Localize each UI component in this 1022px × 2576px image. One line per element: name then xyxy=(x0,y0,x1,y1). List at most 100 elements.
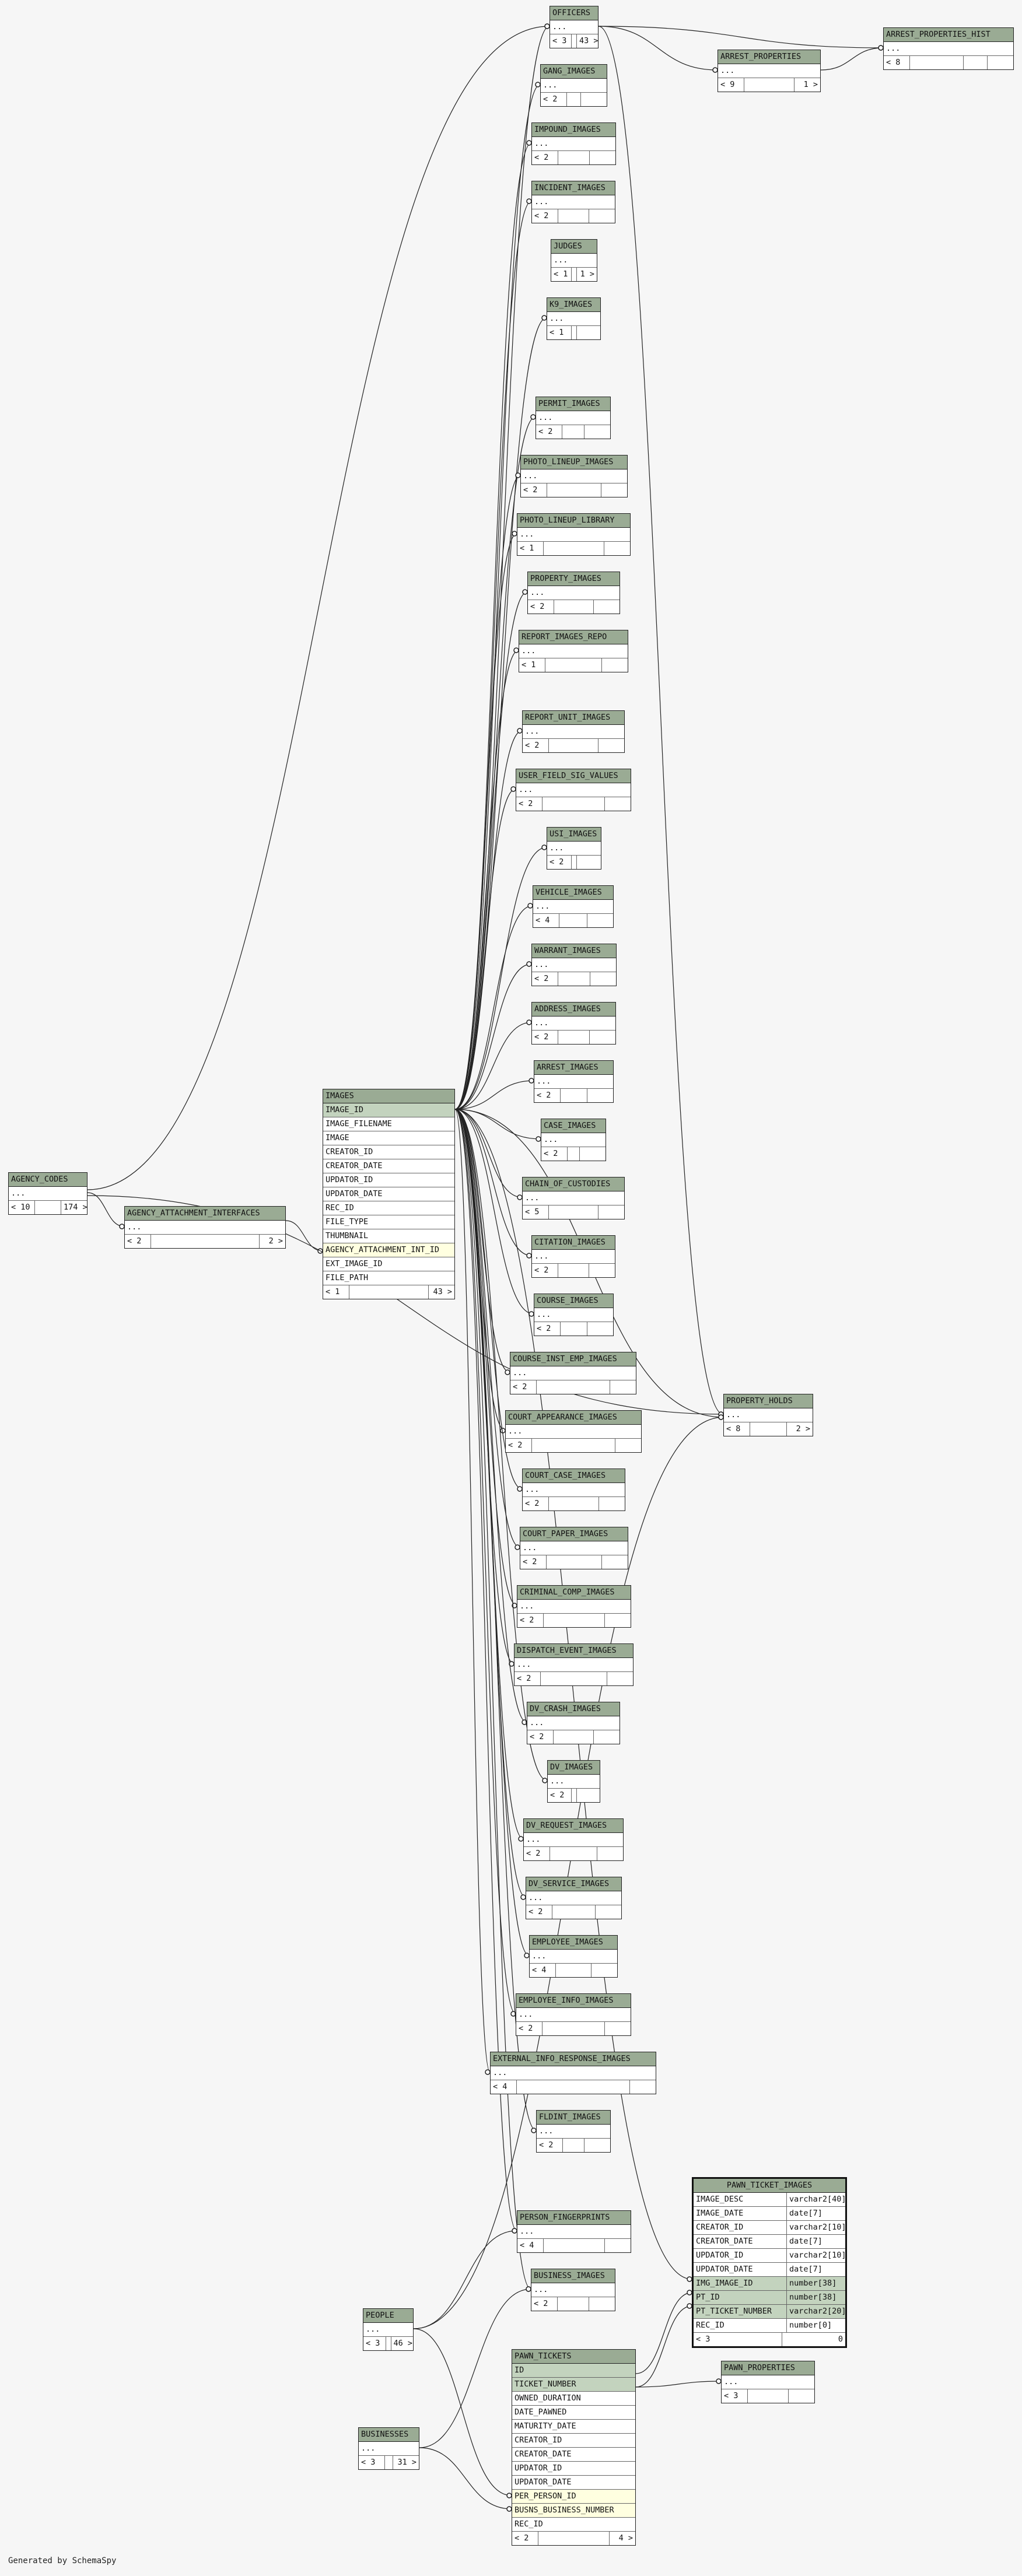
column-updator-id: UPDATOR_ID xyxy=(694,2249,787,2263)
table-header: PAWN_TICKETS xyxy=(512,2350,635,2364)
table-photo-lineup-library[interactable]: PHOTO_LINEUP_LIBRARY...< 1 xyxy=(517,513,631,556)
table-warrant-images[interactable]: WARRANT_IMAGES...< 2 xyxy=(531,944,617,986)
footer-cell xyxy=(572,34,577,48)
table-footer: < 2 xyxy=(534,1322,613,1336)
table-arrest-images[interactable]: ARREST_IMAGES...< 2 xyxy=(534,1060,614,1103)
table-employee-info-images[interactable]: EMPLOYEE_INFO_IMAGES...< 2 xyxy=(516,1993,631,2036)
table-header: REPORT_IMAGES_REPO xyxy=(519,630,628,644)
column-ext-image-id: EXT_IMAGE_ID xyxy=(323,1257,454,1271)
collapsed-columns: ... xyxy=(530,1950,617,1964)
edge-images-person-fingerprints xyxy=(454,1109,517,2231)
footer-cell xyxy=(604,542,630,555)
footer-cell xyxy=(584,425,610,439)
table-court-case-images[interactable]: COURT_CASE_IMAGES...< 2 xyxy=(522,1469,625,1511)
footer-cell xyxy=(607,1672,633,1685)
table-header: VEHICLE_IMAGES xyxy=(533,886,613,900)
footer-cell: < 2 xyxy=(532,1031,558,1044)
table-footer: < 3 0 xyxy=(694,2333,845,2346)
edge-images-dv-crash-images xyxy=(454,1109,527,1723)
table-report-unit-images[interactable]: REPORT_UNIT_IMAGES...< 2 xyxy=(522,710,625,753)
crowfoot-marker xyxy=(517,1486,523,1492)
table-k9-images[interactable]: K9_IMAGES...< 1 xyxy=(547,297,601,340)
table-fldint-images[interactable]: FLDINT_IMAGES...< 2 xyxy=(536,2110,611,2153)
footer-cell xyxy=(602,658,628,672)
crowfoot-marker xyxy=(485,2069,491,2075)
footer-cell xyxy=(544,542,604,555)
table-header: PHOTO_LINEUP_LIBRARY xyxy=(517,514,630,528)
footer-parents: < 3 xyxy=(694,2333,782,2346)
collapsed-columns: ... xyxy=(514,1658,633,1672)
table-impound-images[interactable]: IMPOUND_IMAGES...< 2 xyxy=(531,122,616,165)
table-course-inst-emp-images[interactable]: COURSE_INST_EMP_IMAGES...< 2 xyxy=(510,1352,636,1394)
column-maturity-date: MATURITY_DATE xyxy=(512,2420,635,2434)
footer-cell: < 2 xyxy=(532,209,558,223)
table-court-appearance-images[interactable]: COURT_APPEARANCE_IMAGES...< 2 xyxy=(505,1410,642,1453)
table-footer: < 1 xyxy=(517,542,630,555)
footer-cell xyxy=(386,2337,391,2350)
table-photo-lineup-images[interactable]: PHOTO_LINEUP_IMAGES...< 2 xyxy=(520,455,628,497)
crowfoot-marker xyxy=(517,728,523,734)
table-chain-of-custodies[interactable]: CHAIN_OF_CUSTODIES...< 5 xyxy=(522,1177,625,1219)
collapsed-columns: ... xyxy=(550,20,598,34)
table-header: ARREST_IMAGES xyxy=(534,1061,613,1075)
table-header: COURT_PAPER_IMAGES xyxy=(520,1527,628,1541)
table-business-images[interactable]: BUSINESS_IMAGES...< 2 xyxy=(531,2269,615,2311)
table-property-images[interactable]: PROPERTY_IMAGES...< 2 xyxy=(527,572,620,614)
column-creator-id: CREATOR_ID xyxy=(323,1145,454,1159)
table-report-images-repo[interactable]: REPORT_IMAGES_REPO...< 1 xyxy=(519,630,628,672)
table-arrest-properties-hist[interactable]: ARREST_PROPERTIES_HIST...< 8 xyxy=(883,27,1014,70)
collapsed-columns: ... xyxy=(718,64,820,78)
table-pawn-properties[interactable]: PAWN_PROPERTIES...< 3 xyxy=(721,2361,815,2403)
table-employee-images[interactable]: EMPLOYEE_IMAGES...< 4 xyxy=(529,1935,618,1978)
collapsed-columns: ... xyxy=(541,1133,606,1147)
table-dispatch-event-images[interactable]: DISPATCH_EVENT_IMAGES...< 2 xyxy=(514,1643,634,1686)
table-criminal-comp-images[interactable]: CRIMINAL_COMP_IMAGES...< 2 xyxy=(517,1585,631,1628)
column-updator-id: UPDATOR_ID xyxy=(512,2462,635,2476)
footer-cell: 1 > xyxy=(580,269,594,279)
collapsed-columns: ... xyxy=(9,1187,87,1201)
table-incident-images[interactable]: INCIDENT_IMAGES...< 2 xyxy=(531,181,615,223)
table-course-images[interactable]: COURSE_IMAGES...< 2 xyxy=(534,1294,614,1336)
table-dv-request-images[interactable]: DV_REQUEST_IMAGES...< 2 xyxy=(523,1818,624,1861)
footer-cell xyxy=(563,2139,584,2152)
table-external-info-response-images[interactable]: EXTERNAL_INFO_RESPONSE_IMAGES...< 4 xyxy=(490,2052,656,2094)
collapsed-columns: ... xyxy=(532,195,615,209)
table-gang-images[interactable]: GANG_IMAGES...< 2 xyxy=(540,64,607,107)
table-dv-crash-images[interactable]: DV_CRASH_IMAGES...< 2 xyxy=(527,1702,620,1744)
table-user-field-sig-values[interactable]: USER_FIELD_SIG_VALUES...< 2 xyxy=(516,769,631,811)
table-address-images[interactable]: ADDRESS_IMAGES...< 2 xyxy=(531,1002,616,1045)
footer-cell: 43 > xyxy=(579,36,598,45)
table-footer: < 2 xyxy=(520,1555,628,1569)
table-person-fingerprints[interactable]: PERSON_FINGERPRINTS...< 4 xyxy=(517,2210,631,2253)
column-type: date[7] xyxy=(787,2207,845,2221)
table-usi-images[interactable]: USI_IMAGES...< 2 xyxy=(547,827,601,870)
table-citation-images[interactable]: CITATION_IMAGES...< 2 xyxy=(531,1235,615,1278)
footer-cell xyxy=(615,1439,641,1452)
table-court-paper-images[interactable]: COURT_PAPER_IMAGES...< 2 xyxy=(520,1527,628,1569)
footer-cell xyxy=(988,56,1013,69)
crowfoot-marker xyxy=(535,82,541,87)
table-dv-service-images[interactable]: DV_SERVICE_IMAGES...< 2 xyxy=(526,1877,622,1919)
footer-cell xyxy=(744,78,794,92)
collapsed-columns: ... xyxy=(528,586,620,600)
collapsed-columns: ... xyxy=(527,1716,620,1730)
footer-cell: < 1 xyxy=(517,542,544,555)
table-vehicle-images[interactable]: VEHICLE_IMAGES...< 4 xyxy=(533,885,614,928)
table-case-images[interactable]: CASE_IMAGES...< 2 xyxy=(541,1119,606,1161)
column-rec-id: REC_ID xyxy=(323,1201,454,1215)
table-dv-images[interactable]: DV_IMAGES...< 2 xyxy=(547,1760,600,1803)
collapsed-columns: ... xyxy=(519,644,628,658)
table-permit-images[interactable]: PERMIT_IMAGES...< 2 xyxy=(536,397,611,439)
footer-cell: < 3 xyxy=(550,34,572,48)
